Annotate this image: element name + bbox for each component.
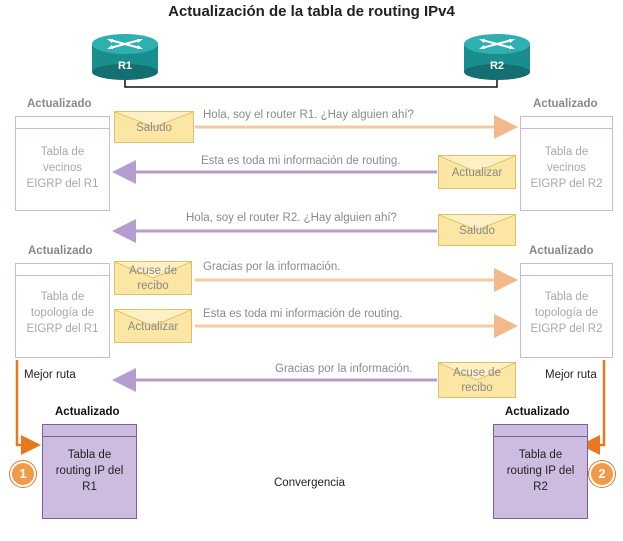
neighbor-table-r2: Tabla de vecinos EIGRP del R2	[520, 116, 613, 211]
topology-table-r1: Tabla de topología de EIGRP del R1	[15, 263, 110, 358]
message-ack-r2: Gracias por la información.	[275, 363, 413, 375]
updated-label: Actualizado	[28, 245, 93, 257]
convergence-label: Convergencia	[274, 477, 345, 489]
updated-label: Actualizado	[55, 406, 120, 418]
best-route-label-r1: Mejor ruta	[24, 369, 76, 381]
router-r1-label: R1	[117, 60, 133, 72]
updated-label: Actualizado	[533, 98, 598, 110]
diagram-title: Actualización de la tabla de routing IPv…	[168, 3, 455, 20]
topology-table-r2: Tabla de topología de EIGRP del R2	[520, 263, 613, 358]
routing-table-r2: Tabla de routing IP del R2	[493, 424, 588, 519]
best-route-label-r2: Mejor ruta	[545, 369, 597, 381]
ack-packet-r2: Acuse de recibo	[438, 362, 516, 398]
message-ack-r1: Gracias por la información.	[203, 261, 341, 273]
update-packet-r2: Actualizar	[438, 155, 516, 189]
updated-label: Actualizado	[529, 245, 594, 257]
hello-packet-r1: Saludo	[114, 111, 194, 143]
router-r1-icon	[92, 34, 158, 80]
neighbor-table-r1: Tabla de vecinos EIGRP del R1	[15, 116, 110, 211]
router-link	[124, 75, 498, 88]
hello-packet-r2: Saludo	[438, 214, 516, 246]
update-packet-r1: Actualizar	[114, 309, 192, 343]
router-r2-icon	[464, 34, 530, 80]
updated-label: Actualizado	[505, 406, 570, 418]
updated-label: Actualizado	[27, 98, 92, 110]
best-route-arrow-r1	[15, 360, 41, 455]
message-hello-r2: Hola, soy el router R2. ¿Hay alguien ahí…	[186, 212, 397, 224]
message-hello-r1: Hola, soy el router R1. ¿Hay alguien ahí…	[203, 109, 414, 121]
message-update-r2: Esta es toda mi información de routing.	[201, 155, 401, 167]
best-route-arrow-r2	[580, 360, 606, 455]
message-update-r1: Esta es toda mi información de routing.	[203, 308, 403, 320]
routing-table-r1: Tabla de routing IP del R1	[42, 424, 137, 519]
step-2-badge: 2	[589, 461, 615, 487]
ack-packet-r1: Acuse de recibo	[114, 261, 192, 295]
router-r2-label: R2	[489, 60, 505, 72]
step-1-badge: 1	[10, 461, 36, 487]
